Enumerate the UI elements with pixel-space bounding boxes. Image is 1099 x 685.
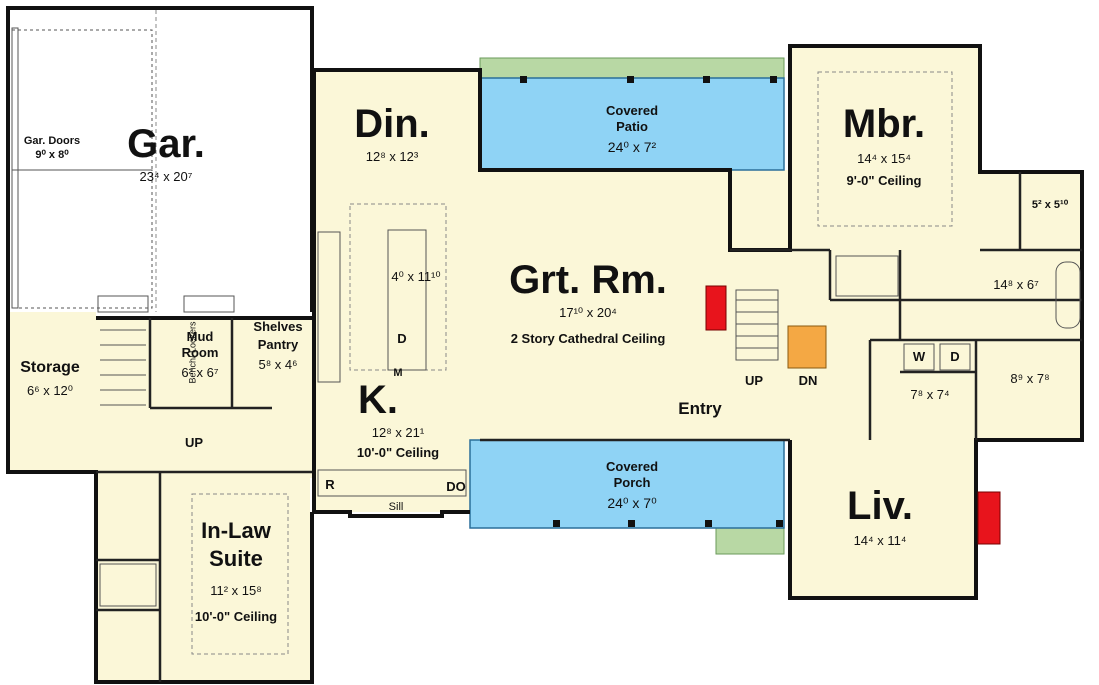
mud-bench: Bench/ Lockers: [187, 321, 198, 384]
stairs-down-main-label: DN: [798, 373, 818, 388]
gar-doors-name: Gar. Doors: [23, 135, 81, 147]
mud-dim: 6² x 6⁷: [181, 365, 219, 380]
inlaw-ceiling-outline: [191, 493, 289, 655]
living-room-fireplace: [977, 491, 1001, 545]
living-dim: 14⁴ x 11⁴: [853, 533, 907, 548]
patio-dim: 24⁰ x 7²: [607, 139, 657, 155]
porch-posts: [553, 520, 783, 527]
porch-planter: [715, 527, 785, 555]
closet2-dim: 8⁹ x 7⁸: [1010, 371, 1050, 386]
master-bath-dim: 14⁸ x 6⁷: [993, 277, 1039, 292]
master-name: Mbr.: [842, 102, 926, 146]
garage: [8, 8, 312, 313]
covered-porch-slab: [469, 439, 785, 529]
dining-dim: 12⁸ x 12³: [365, 149, 419, 164]
pantry-dim: 5⁸ x 4⁶: [258, 357, 298, 372]
patio-name-2: Patio: [616, 119, 648, 134]
master-ceiling: 9'-0" Ceiling: [846, 173, 922, 188]
inlaw-name-1: In-Law: [201, 518, 271, 543]
master-shower: [835, 255, 899, 297]
island-microwave: M: [393, 367, 403, 379]
pantry-name-2: Pantry: [257, 337, 299, 352]
master-tub: [1055, 261, 1081, 329]
kitchen-double-oven: DO: [446, 479, 466, 494]
covered-patio-slab: [479, 77, 785, 171]
master-closet-dim: 5² x 5¹⁰: [1031, 199, 1069, 211]
stairs-up-main-label: UP: [744, 373, 764, 388]
pantry-name-1: Shelves: [253, 319, 303, 334]
great-room-fireplace: [705, 285, 727, 331]
stairs-up-mud: [100, 329, 146, 406]
porch-dim: 24⁰ x 7⁰: [607, 495, 657, 511]
garage-name: Gar.: [127, 122, 205, 166]
stairs-down-main: [787, 325, 827, 369]
laundry-dryer-label: D: [950, 349, 960, 364]
stairs-up-main: [735, 289, 779, 361]
inlaw-shower: [99, 563, 157, 607]
inlaw-dim: 11² x 15⁸: [210, 583, 262, 598]
kitchen-sill: Sill: [388, 501, 404, 513]
storage-name: Storage: [20, 359, 80, 376]
kitchen-ceiling: 10'-0" Ceiling: [356, 445, 440, 460]
island-dim: 4⁰ x 11¹⁰: [391, 269, 441, 284]
interior-walls: [96, 172, 1082, 682]
laundry-washer: [903, 343, 935, 371]
floor-fill: [8, 46, 1080, 680]
great-room-dim: 17¹⁰ x 20⁴: [559, 305, 617, 320]
exterior-walls: [6, 6, 1084, 684]
mud-name-2: Room: [181, 345, 219, 360]
inlaw-ceiling: 10'-0" Ceiling: [194, 609, 278, 624]
gar-doors-dim: 9⁰ x 8⁰: [35, 149, 69, 161]
great-room-ceiling: 2 Story Cathedral Ceiling: [510, 331, 666, 346]
great-room-name: Grt. Rm.: [509, 258, 667, 302]
island-dishwasher: D: [397, 331, 407, 346]
living-name: Liv.: [847, 484, 913, 528]
storage-dim: 6⁶ x 12⁰: [27, 383, 73, 398]
kitchen-name: K.: [358, 378, 398, 422]
kitchen-island: [317, 203, 467, 497]
patio-posts: [520, 76, 777, 83]
kitchen-dim: 12⁸ x 21¹: [371, 425, 425, 440]
patio-name-1: Covered: [605, 103, 659, 118]
porch-name-1: Covered: [605, 459, 659, 474]
master-dim: 14⁴ x 15⁴: [857, 151, 911, 166]
master-ceiling-outline: [817, 71, 953, 227]
mud-name-1: Mud: [186, 329, 214, 344]
porch-name-2: Porch: [613, 475, 651, 490]
laundry-dryer: [939, 343, 971, 371]
laundry-washer-label: W: [912, 349, 926, 364]
kitchen-refrigerator: R: [325, 477, 335, 492]
inlaw-name-2: Suite: [209, 546, 263, 571]
stairs-up-mud-label: UP: [184, 435, 204, 450]
entry-name: Entry: [678, 399, 722, 418]
laundry-dim: 7⁸ x 7⁴: [910, 387, 950, 402]
dining-name: Din.: [354, 102, 430, 146]
garage-dim: 23⁴ x 20⁷: [139, 169, 193, 184]
